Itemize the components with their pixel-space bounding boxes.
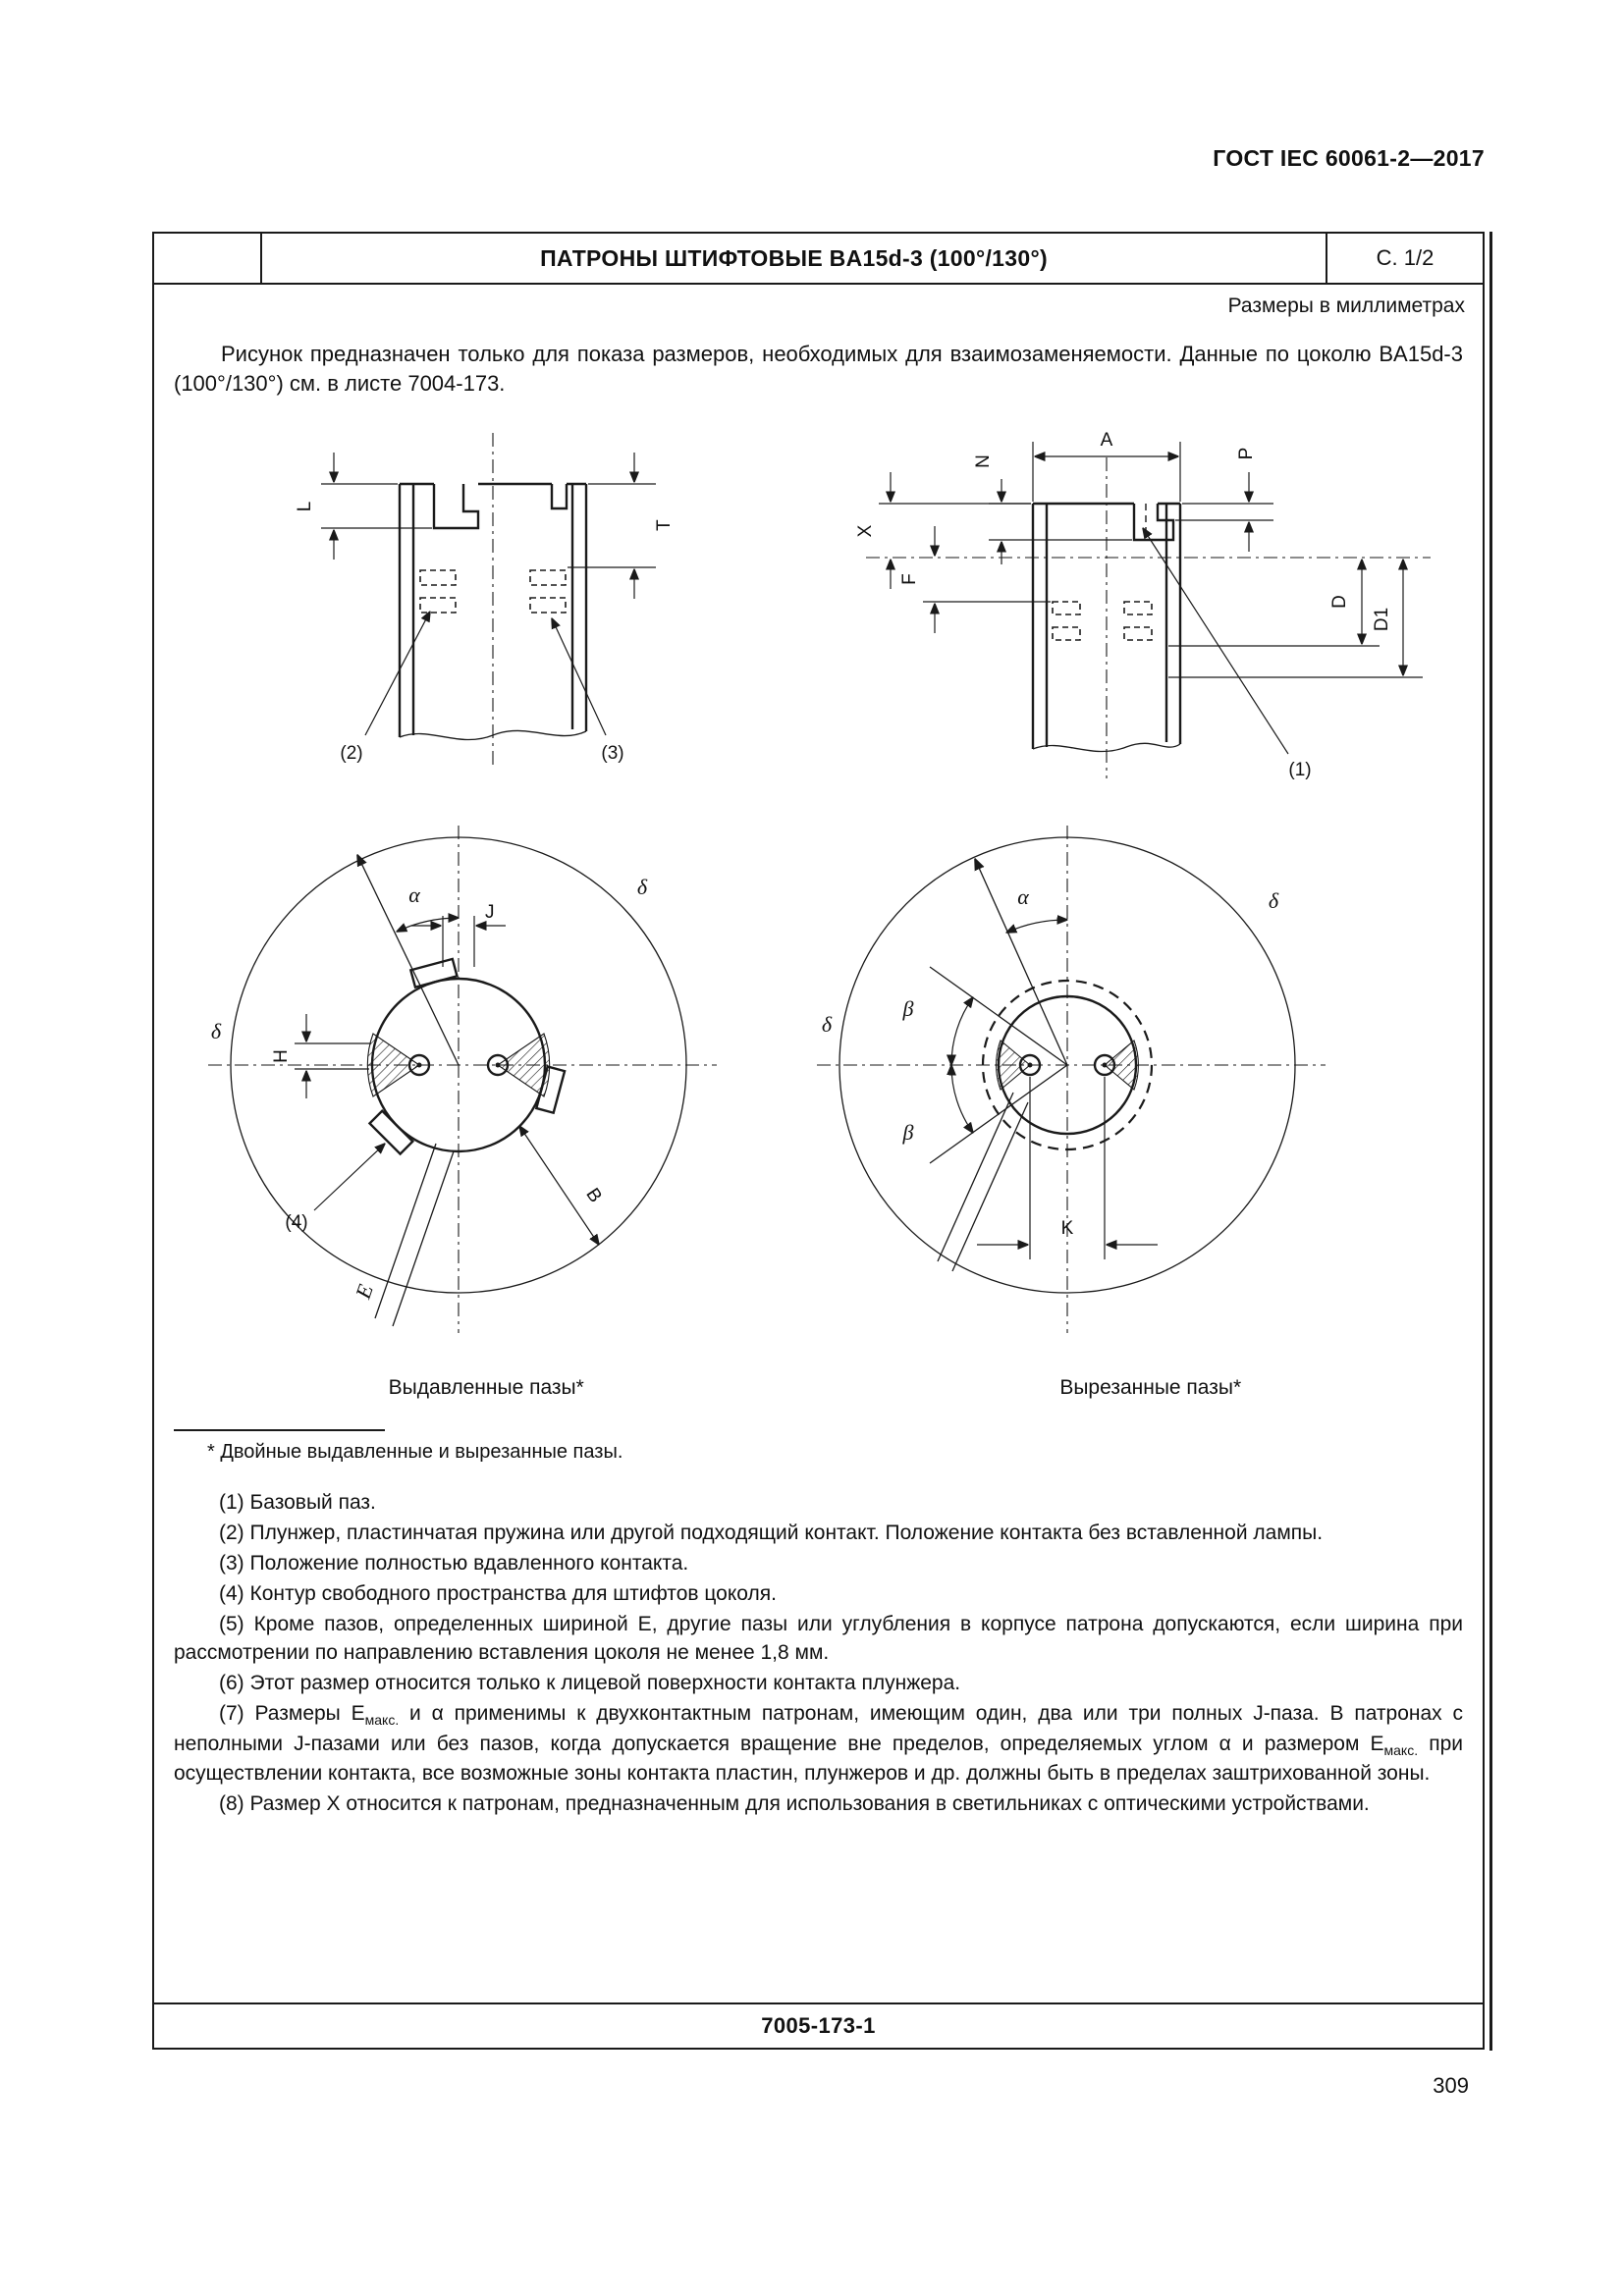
dimension-N: N (973, 455, 1132, 565)
note-8: (8) Размер X относится к патронам, предн… (219, 1792, 1370, 1816)
zone-leader-lines (937, 1093, 1029, 1272)
note-2: (2) Плунжер, пластинчатая пружина или др… (219, 1522, 1324, 1545)
dim-label-delta-left: δ (211, 1019, 222, 1043)
holder-shell-outline (398, 483, 588, 741)
dim-label-T: T (654, 519, 675, 531)
note-7-part1: (7) Размеры E (219, 1702, 365, 1726)
dim-label-alpha: α (1017, 884, 1029, 909)
dim-label-F: F (899, 574, 920, 586)
note-7-part2: и α применимы к двухконтактным патронам,… (174, 1702, 1463, 1755)
dimension-K: K (977, 1077, 1158, 1260)
notes-list: (1) Базовый паз. (2) Плунжер, пластинчат… (174, 1489, 1463, 1819)
ref-label-2: (2) (340, 743, 362, 764)
sheet-title: ПАТРОНЫ ШТИФТОВЫЕ BA15d-3 (100°/130°) (540, 244, 1048, 271)
dimension-L: L (295, 453, 432, 561)
units-note: Размеры в миллиметрах (1227, 294, 1465, 317)
delta-labels: δ δ (822, 888, 1279, 1037)
dimension-A: A (1032, 430, 1181, 503)
drawings-area: L T (2) (3) (154, 405, 1483, 1372)
caption-cut-slots: Вырезанные пазы* (1059, 1376, 1242, 1400)
sheet-page-ref: С. 1/2 (1326, 234, 1483, 283)
dim-label-beta-upper: β (902, 996, 914, 1021)
dimension-H: H (271, 1014, 371, 1099)
ref-label-3: (3) (601, 743, 623, 764)
dimension-D: D (1168, 560, 1380, 647)
note-6: (6) Этот размер относится только к лицев… (219, 1672, 961, 1695)
drawing-side-view-right: A N X (855, 430, 1431, 780)
standard-designation: ГОСТ IEC 60061-2—2017 (1213, 145, 1485, 171)
dimension-T: T (568, 453, 675, 600)
title-empty-cell (154, 234, 262, 283)
dim-label-X: X (855, 525, 876, 538)
note-7: (7) Размеры Eмакс. и α применимы к двухк… (174, 1700, 1463, 1789)
dim-label-N: N (973, 455, 994, 469)
dimension-D1: D1 (1168, 560, 1423, 678)
dimension-P: P (1175, 448, 1273, 553)
dim-label-delta-right: δ (1269, 888, 1279, 913)
note-5: (5) Кроме пазов, определенных шириной E,… (174, 1613, 1463, 1665)
contact-positions (419, 569, 567, 614)
centerlines (866, 457, 1431, 779)
leader-ref-2: (2) (340, 612, 430, 764)
sheet-frame: ПАТРОНЫ ШТИФТОВЫЕ BA15d-3 (100°/130°) С.… (152, 231, 1492, 2051)
footnote: * Двойные выдавленные и вырезанные пазы. (207, 1441, 623, 1464)
drawing-side-view-left: L T (2) (3) (295, 433, 675, 768)
footnote-rule (174, 1429, 385, 1432)
dim-label-B: B (581, 1185, 606, 1206)
dim-label-delta-left: δ (822, 1012, 833, 1037)
dimension-beta: β β (902, 966, 1068, 1164)
delta-labels: δ δ (211, 875, 648, 1043)
dimension-alpha: α (357, 855, 460, 1066)
centerlines (208, 826, 717, 1334)
note-1: (1) Базовый паз. (219, 1491, 376, 1515)
centerlines (817, 826, 1326, 1334)
caption-pressed-slots: Выдавленные пазы* (388, 1376, 584, 1400)
drawing-captions: Выдавленные пазы* Вырезанные пазы* (154, 1376, 1483, 1400)
note-3: (3) Положение полностью вдавленного конт… (219, 1552, 689, 1575)
dimension-J: J (411, 902, 506, 968)
dim-label-A: A (1101, 430, 1113, 451)
dim-label-L: L (295, 502, 315, 512)
dim-label-D1: D1 (1372, 608, 1392, 631)
sheet-title-row: ПАТРОНЫ ШТИФТОВЫЕ BA15d-3 (100°/130°) С.… (154, 234, 1483, 285)
dimension-E: E (351, 1144, 455, 1327)
leader-ref-3: (3) (552, 618, 624, 764)
contact-positions (1052, 601, 1153, 642)
dimension-F: F (899, 526, 1051, 634)
intro-paragraph: Рисунок предназначен только для показа р… (174, 342, 1463, 396)
note-7-sub2: макс. (1383, 1741, 1419, 1758)
ref-label-4: (4) (285, 1212, 307, 1233)
dim-label-D: D (1329, 596, 1350, 610)
holder-shell-outline (1031, 503, 1182, 753)
hatched-contact-zones (366, 1033, 551, 1098)
ref-label-1: (1) (1288, 760, 1311, 780)
hatched-contact-zones (996, 1040, 1139, 1092)
dim-label-P: P (1236, 448, 1257, 460)
sheet-number: 7005-173-1 (154, 2002, 1483, 2048)
dim-label-H: H (271, 1050, 292, 1064)
dim-label-delta-right: δ (637, 875, 648, 899)
drawing-plan-pressed-slots: α δ δ J H (208, 826, 717, 1334)
page-number: 309 (1433, 2073, 1469, 2098)
drawing-plan-cut-slots: α δ δ β β (817, 826, 1326, 1334)
dim-label-J: J (485, 902, 495, 923)
dimension-alpha: α (975, 859, 1068, 1066)
note-4: (4) Контур свободного пространства для ш… (219, 1582, 777, 1606)
leader-ref-1: (1) (1143, 528, 1312, 780)
dim-label-beta-lower: β (902, 1120, 914, 1145)
note-7-part3: при осуществлении контакта, все возможны… (174, 1732, 1463, 1786)
dimension-B: B (519, 1126, 606, 1245)
note-7-sub1: макс. (364, 1712, 400, 1729)
leader-ref-4: (4) (285, 1144, 385, 1233)
dimension-X: X (855, 472, 1031, 590)
dim-label-alpha: α (408, 882, 420, 907)
dim-label-E: E (351, 1281, 379, 1303)
dim-label-K: K (1061, 1218, 1074, 1239)
